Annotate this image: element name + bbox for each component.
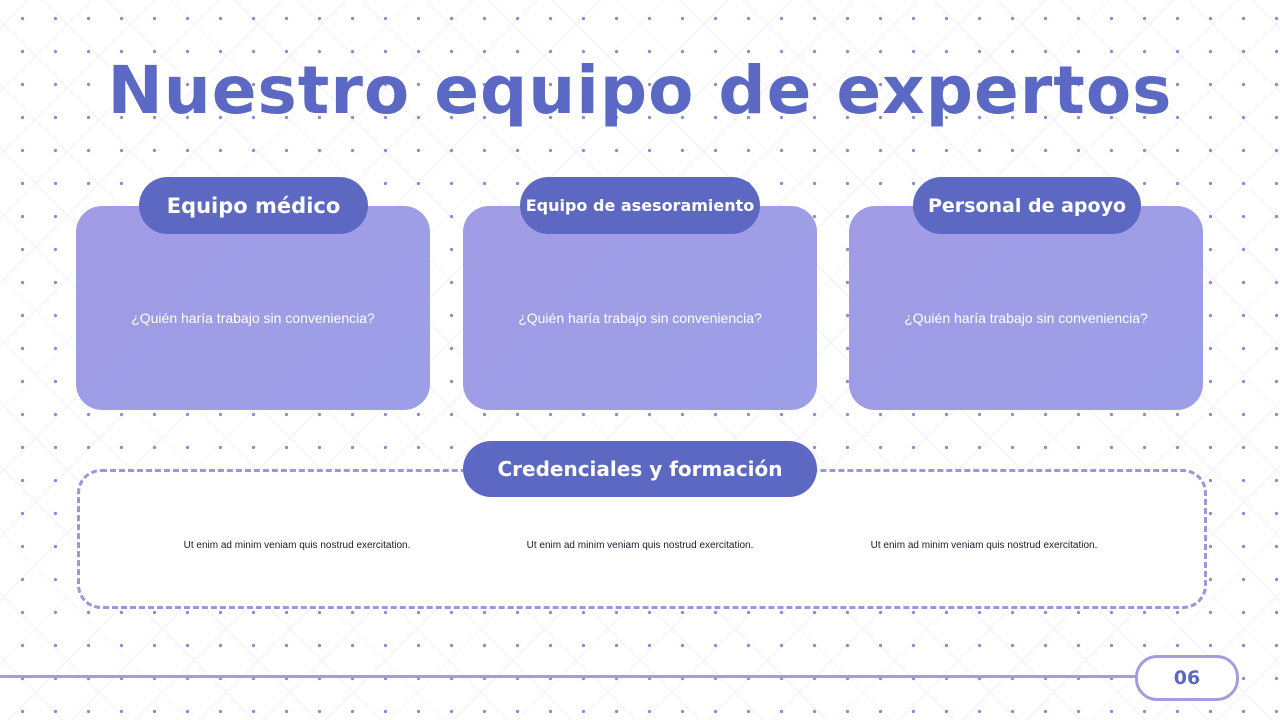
- team-card-apoyo: ¿Quién haría trabajo sin conveniencia?: [849, 206, 1203, 410]
- team-card-text: ¿Quién haría trabajo sin conveniencia?: [904, 310, 1148, 326]
- credential-item: Ut enim ad minim veniam quis nostrud exe…: [526, 540, 754, 551]
- credential-item: Ut enim ad minim veniam quis nostrud exe…: [183, 540, 411, 551]
- page-title: Nuestro equipo de expertos: [107, 52, 1173, 129]
- team-pill-apoyo: Personal de apoyo: [913, 177, 1141, 234]
- team-card-text: ¿Quién haría trabajo sin conveniencia?: [131, 310, 375, 326]
- team-card-asesoramiento: ¿Quién haría trabajo sin conveniencia?: [463, 206, 817, 410]
- credentials-pill: Credenciales y formación: [463, 441, 817, 497]
- team-card-text: ¿Quién haría trabajo sin conveniencia?: [518, 310, 762, 326]
- page-number-badge: 06: [1135, 655, 1239, 701]
- credential-item: Ut enim ad minim veniam quis nostrud exe…: [870, 540, 1098, 551]
- team-card-medico: ¿Quién haría trabajo sin conveniencia?: [76, 206, 430, 410]
- team-pill-medico: Equipo médico: [139, 177, 368, 234]
- team-pill-asesoramiento: Equipo de asesoramiento: [520, 177, 760, 234]
- footer-divider: [0, 675, 1136, 678]
